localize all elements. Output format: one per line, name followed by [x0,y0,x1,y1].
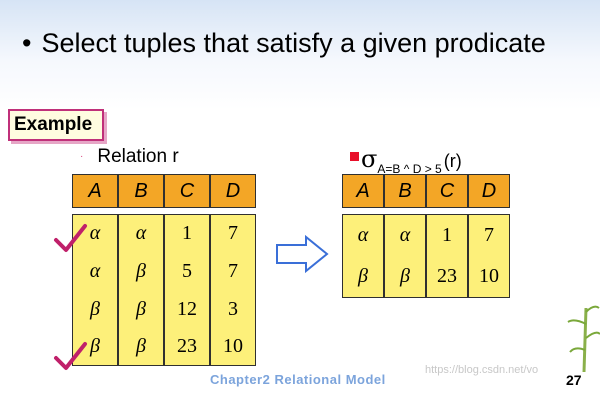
table-cell: 23 [164,328,210,366]
column-header: C [426,174,468,208]
checkmark-icon [54,342,87,370]
column-header: B [118,174,164,208]
table-cell: 7 [210,214,256,252]
table-cell: 7 [210,252,256,290]
selection-argument: (r) [443,151,462,171]
page-number: 27 [566,372,582,388]
result-table: A B C D α α 1 7 β β 23 10 [342,174,510,298]
table-cell: β [342,256,384,298]
table-row: α β 5 7 [72,252,256,290]
right-arrow-icon [276,234,329,274]
column-header: C [164,174,210,208]
table-cell: α [118,214,164,252]
table-cell: β [118,252,164,290]
table-header-row: A B C D [342,174,510,208]
small-bullet-icon: · [80,151,84,163]
bullet-text: Select tuples that satisfy a given prodi… [41,28,546,58]
bullet-marker: • [22,28,32,58]
column-header: D [468,174,510,208]
table-cell: 23 [426,256,468,298]
table-cell: 10 [210,328,256,366]
table-cell: 1 [426,214,468,256]
watermark-text: https://blog.csdn.net/vo [425,364,539,376]
bamboo-decoration-icon [567,305,600,372]
table-cell: α [384,214,426,256]
column-header: D [210,174,256,208]
bullet-point: • Select tuples that satisfy a given prod… [22,28,546,59]
footer-title: Chapter2 Relational Model [210,372,386,387]
table-row: β β 23 10 [72,328,256,366]
table-row: α α 1 7 [72,214,256,252]
table-cell: α [342,214,384,256]
example-label: Example [8,109,104,141]
relation-caption: · Relation r [80,146,179,168]
table-cell: 1 [164,214,210,252]
selection-marker-icon [350,152,359,161]
table-cell: 12 [164,290,210,328]
table-row: β β 12 3 [72,290,256,328]
table-cell: β [118,328,164,366]
table-cell: β [72,290,118,328]
selection-expression: σA=B ^ D > 5(r) [350,145,462,176]
table-cell: α [72,252,118,290]
table-cell: β [72,328,118,366]
table-row: β β 23 10 [342,256,510,298]
checkmark-icon [54,224,87,252]
sigma-symbol: σ [361,145,378,173]
column-header: A [342,174,384,208]
table-cell: 5 [164,252,210,290]
table-cell: 7 [468,214,510,256]
table-cell: 3 [210,290,256,328]
table-cell: β [384,256,426,298]
relation-r-table: A B C D α α 1 7 α β 5 7 β β 12 3 β β 23 … [72,174,256,366]
table-row: α α 1 7 [342,214,510,256]
selection-condition: A=B ^ D > 5 [377,162,442,176]
table-cell: β [118,290,164,328]
relation-label: Relation r [97,146,179,167]
table-header-row: A B C D [72,174,256,208]
column-header: A [72,174,118,208]
column-header: B [384,174,426,208]
table-cell: 10 [468,256,510,298]
